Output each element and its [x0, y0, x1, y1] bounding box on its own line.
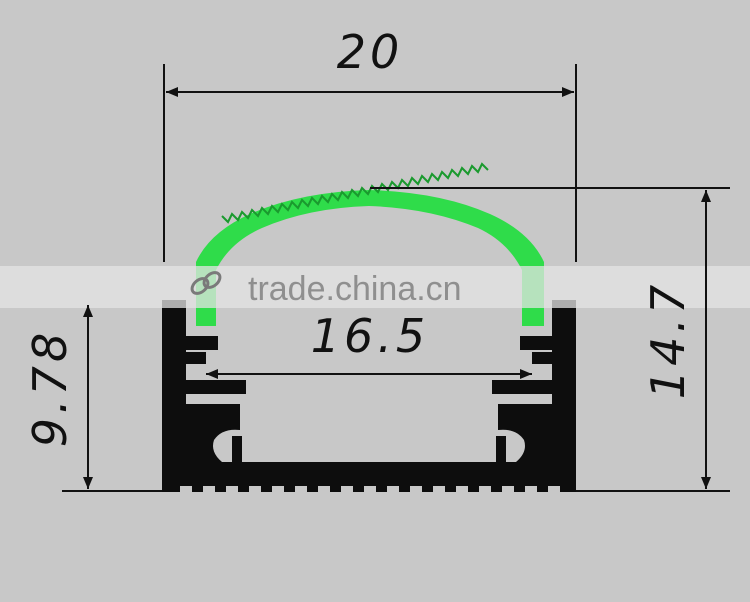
dimension-label-16-5: 16.5	[311, 309, 429, 363]
bottom-fins	[180, 486, 560, 492]
watermark-text: trade.china.cn	[248, 270, 462, 308]
link-icon	[190, 271, 222, 295]
aluminium-profile	[162, 300, 576, 492]
dimension-label-14-7: 14.7	[641, 281, 695, 399]
green-diffuser	[196, 162, 544, 326]
watermark-band: trade.china.cn	[0, 266, 750, 308]
dimension-label-20: 20	[337, 25, 404, 79]
dimension-lines	[62, 64, 730, 492]
dimension-label-9-78: 9.78	[23, 329, 77, 447]
